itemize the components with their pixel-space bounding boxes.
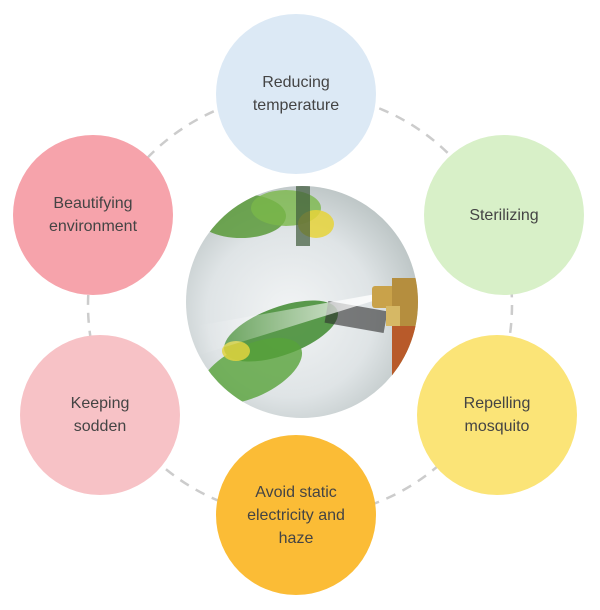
benefit-label-line: Repelling [463,395,531,412]
benefit-label-line: mosquito [464,418,530,435]
center-mist-nozzle-photo [186,186,418,418]
benefit-label-line: sodden [73,418,127,435]
benefit-beautifying-environment: Beautifying environment [13,135,173,295]
benefit-sterilizing: Sterilizing [424,135,584,295]
benefit-keeping-sodden: Keeping sodden [20,335,180,495]
benefit-label-line: Keeping [70,395,130,412]
benefit-label-line: electricity and haze [247,506,345,547]
benefit-label-line: Reducing [262,74,330,91]
benefit-avoid-static: Avoid static electricity and haze [216,435,376,595]
benefit-label-line: environment [48,218,138,235]
benefit-label-line: Sterilizing [469,206,539,224]
benefit-label-line: temperature [252,97,340,114]
benefit-repelling-mosquito: Repelling mosquito [417,335,577,495]
benefit-label-line: Beautifying [53,195,133,212]
benefit-label-line: Avoid static [255,483,337,501]
benefit-reducing-temperature: Reducing temperature [216,14,376,174]
